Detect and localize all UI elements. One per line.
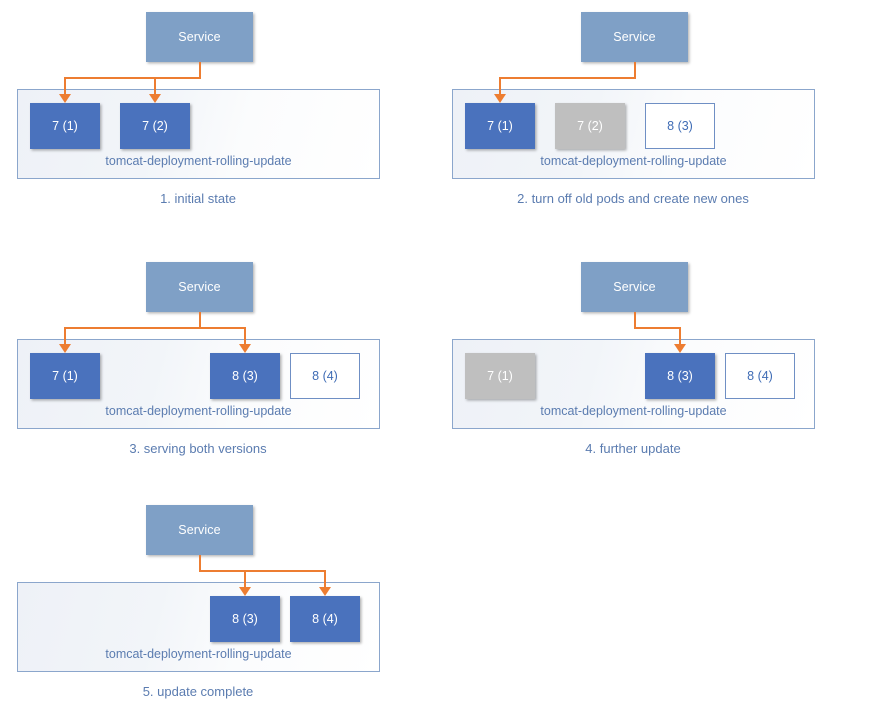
deployment-name-label: tomcat-deployment-rolling-update [540, 404, 727, 418]
connector-drop [324, 570, 326, 588]
service-box[interactable]: Service [146, 262, 253, 312]
pod-label: 8 (3) [232, 611, 258, 626]
panel-caption: 1. initial state [160, 191, 236, 206]
pod-active[interactable]: 8 (3) [645, 353, 715, 399]
connector-branch [64, 327, 246, 329]
arrowhead-icon [59, 94, 71, 103]
service-label: Service [178, 279, 221, 294]
pod-label: 7 (1) [52, 368, 78, 383]
pod-active[interactable]: 7 (1) [30, 353, 100, 399]
pod-active[interactable]: 7 (2) [120, 103, 190, 149]
pod-label: 7 (1) [487, 368, 513, 383]
arrowhead-icon [494, 94, 506, 103]
panel-5: Service tomcat-deployment-rolling-update 8… [0, 493, 435, 718]
connector-branch [499, 77, 636, 79]
deployment-name-label: tomcat-deployment-rolling-update [105, 154, 292, 168]
panel-1: Service tomcat-deployment-rolling-update 7… [0, 0, 435, 225]
pod-label: 8 (3) [667, 368, 693, 383]
service-box[interactable]: Service [581, 262, 688, 312]
pod-label: 7 (2) [142, 118, 168, 133]
arrowhead-icon [59, 344, 71, 353]
connector-drop [499, 77, 501, 95]
connector-stub [199, 62, 201, 79]
connector-stub [199, 312, 201, 329]
connector-branch [199, 570, 326, 572]
connector-stub [634, 62, 636, 79]
pod-label: 7 (1) [52, 118, 78, 133]
connector-stub [634, 312, 636, 329]
panel-caption: 4. further update [585, 441, 681, 456]
service-label: Service [178, 522, 221, 537]
connector-drop [64, 327, 66, 345]
panel-caption: 2. turn off old pods and create new ones [517, 191, 749, 206]
connector-branch [64, 77, 201, 79]
connector-drop [679, 327, 681, 345]
pod-label: 7 (1) [487, 118, 513, 133]
service-label: Service [613, 279, 656, 294]
pod-label: 8 (4) [747, 368, 773, 383]
pod-label: 8 (3) [667, 118, 693, 133]
panel-2: Service tomcat-deployment-rolling-update 7… [435, 0, 870, 225]
panel-3: Service tomcat-deployment-rolling-update 7… [0, 250, 435, 475]
arrowhead-icon [149, 94, 161, 103]
connector-stub [199, 555, 201, 572]
pod-active[interactable]: 8 (3) [210, 596, 280, 642]
pod-pending[interactable]: 8 (4) [290, 353, 360, 399]
connector-drop [154, 77, 156, 95]
panel-4: Service tomcat-deployment-rolling-update 7… [435, 250, 870, 475]
service-label: Service [178, 29, 221, 44]
panel-caption: 5. update complete [142, 684, 254, 699]
service-box[interactable]: Service [581, 12, 688, 62]
pod-terminating[interactable]: 7 (2) [555, 103, 625, 149]
arrowhead-icon [674, 344, 686, 353]
connector-branch [634, 327, 681, 329]
arrowhead-icon [239, 587, 251, 596]
pod-label: 8 (4) [312, 368, 338, 383]
connector-drop [244, 327, 246, 345]
pod-label: 7 (2) [577, 118, 603, 133]
connector-drop [244, 570, 246, 588]
connector-drop [64, 77, 66, 95]
deployment-name-label: tomcat-deployment-rolling-update [105, 647, 292, 661]
pod-active[interactable]: 8 (3) [210, 353, 280, 399]
service-box[interactable]: Service [146, 505, 253, 555]
pod-pending[interactable]: 8 (4) [725, 353, 795, 399]
deployment-name-label: tomcat-deployment-rolling-update [540, 154, 727, 168]
pod-label: 8 (4) [312, 611, 338, 626]
arrowhead-icon [319, 587, 331, 596]
pod-active[interactable]: 8 (4) [290, 596, 360, 642]
service-label: Service [613, 29, 656, 44]
pod-terminating[interactable]: 7 (1) [465, 353, 535, 399]
pod-pending[interactable]: 8 (3) [645, 103, 715, 149]
arrowhead-icon [239, 344, 251, 353]
service-box[interactable]: Service [146, 12, 253, 62]
pod-active[interactable]: 7 (1) [465, 103, 535, 149]
panel-caption: 3. serving both versions [129, 441, 267, 456]
pod-label: 8 (3) [232, 368, 258, 383]
pod-active[interactable]: 7 (1) [30, 103, 100, 149]
deployment-name-label: tomcat-deployment-rolling-update [105, 404, 292, 418]
